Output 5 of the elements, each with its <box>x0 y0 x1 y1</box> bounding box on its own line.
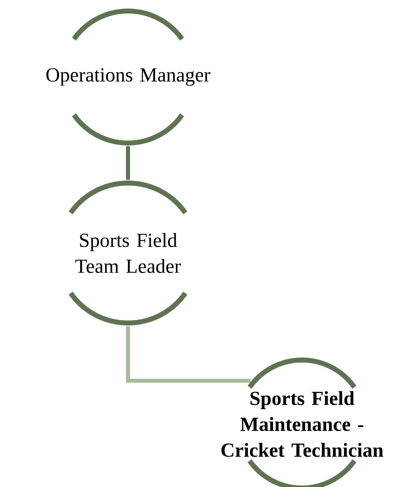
connector-line <box>126 326 251 383</box>
connector-line <box>126 146 130 180</box>
node-label: Sports Field Team Leader <box>75 233 181 273</box>
node-label: Sports Field Maintenance - Cricket Technician <box>221 391 384 457</box>
node-label: Operations Manager <box>46 68 210 86</box>
